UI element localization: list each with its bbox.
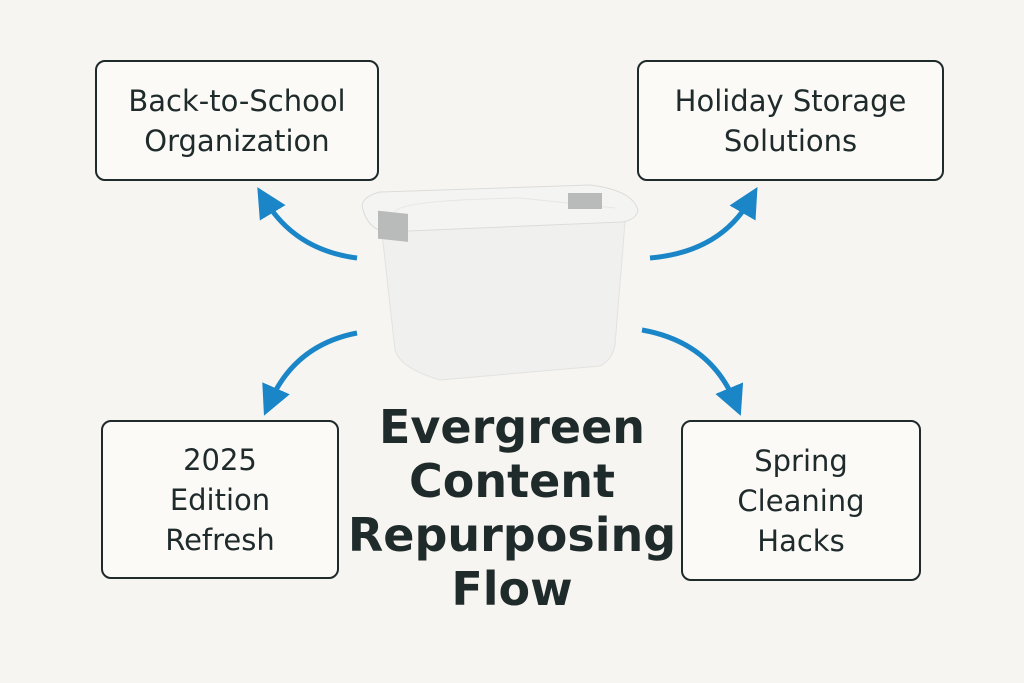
title-line: Evergreen bbox=[378, 400, 646, 454]
box-label: Spring bbox=[754, 443, 848, 478]
arrow-to-top-right bbox=[649, 187, 758, 261]
title-line: Flow bbox=[451, 562, 573, 616]
arrow-to-bottom-left bbox=[262, 330, 358, 416]
box-label: Refresh bbox=[165, 522, 275, 557]
box-label: Hacks bbox=[757, 523, 845, 558]
title-line: Repurposing bbox=[347, 508, 677, 562]
box-label: Holiday Storage bbox=[674, 83, 907, 118]
storage-bin-icon bbox=[361, 184, 639, 381]
arrow-to-bottom-right bbox=[641, 327, 744, 416]
arrow-to-top-left bbox=[257, 187, 358, 261]
diagram-title: Evergreen Content Repurposing Flow bbox=[312, 400, 712, 616]
box-label: Cleaning bbox=[737, 483, 865, 518]
box-label: Organization bbox=[144, 123, 330, 158]
box-label: Solutions bbox=[723, 123, 858, 158]
box-label: Edition bbox=[169, 482, 271, 517]
box-label: 2025 bbox=[183, 442, 257, 477]
title-line: Content bbox=[408, 454, 616, 508]
box-label: Back-to-School bbox=[128, 83, 346, 118]
